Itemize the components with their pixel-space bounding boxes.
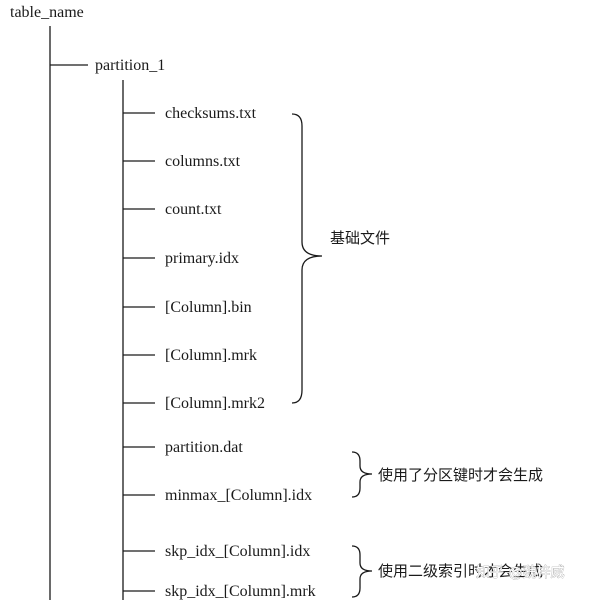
file-label: skp_idx_[Column].idx [165, 543, 310, 560]
watermark-text: 知乎 @魏梓威 [476, 564, 564, 581]
root-label: table_name [10, 4, 84, 21]
group-brace-partition [351, 451, 373, 498]
group-brace-base [291, 113, 323, 404]
file-label: partition.dat [165, 439, 243, 456]
group-label: 使用二级索引时才会生成 [378, 562, 543, 580]
group-label: 使用了分区键时才会生成 [378, 466, 543, 484]
file-label: checksums.txt [165, 105, 257, 122]
file-label: primary.idx [165, 250, 239, 267]
file-label: [Column].bin [165, 299, 252, 316]
file-label: columns.txt [165, 153, 241, 170]
file-label: [Column].mrk [165, 347, 257, 364]
file-label: [Column].mrk2 [165, 395, 265, 412]
partition-label: partition_1 [95, 57, 165, 74]
file-label: skp_idx_[Column].mrk [165, 583, 316, 600]
file-label: count.txt [165, 201, 222, 218]
file-label: minmax_[Column].idx [165, 487, 312, 504]
group-label: 基础文件 [330, 229, 390, 247]
group-brace-skip-index [351, 545, 373, 598]
